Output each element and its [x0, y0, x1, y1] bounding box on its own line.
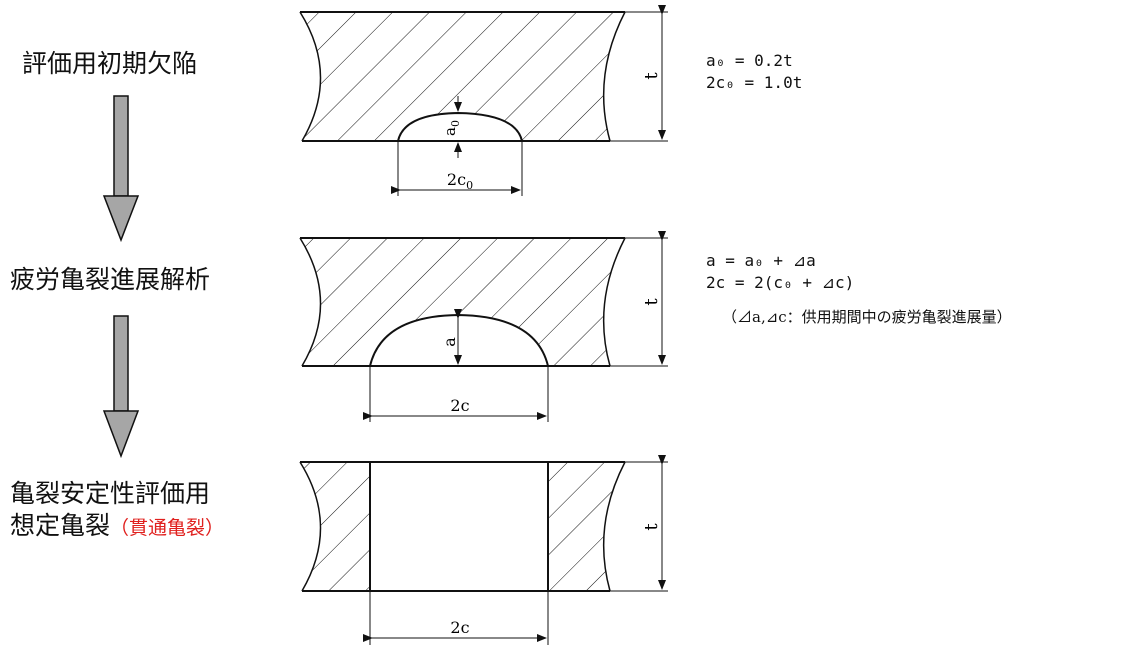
- thickness-label-3: t: [641, 523, 662, 531]
- flow-arrow-2: [102, 315, 140, 459]
- flow-arrow-1: [102, 95, 140, 243]
- thickness-label-2: t: [641, 298, 662, 306]
- diagram-through-crack: t 2c: [299, 455, 668, 645]
- depth-label-a: a: [440, 337, 459, 347]
- depth-label-a0: a0: [441, 120, 462, 136]
- diagram-initial-flaw: t a0 2c0: [299, 5, 668, 196]
- growth-note: （⊿a,⊿c：供用期間中の疲労亀裂進展量）: [722, 308, 1012, 326]
- formula-a0: a₀ = 0.2t: [706, 51, 793, 70]
- width-label-2c-2: 2c: [450, 618, 469, 637]
- width-label-2c-1: 2c: [450, 396, 469, 415]
- through-crack-note: （貫通亀裂）: [110, 517, 225, 539]
- diagram-crack-growth: t a 2c: [299, 231, 668, 422]
- step2-label: 疲労亀裂進展解析: [10, 265, 211, 294]
- step3-label-text: 想定亀裂: [10, 511, 111, 540]
- formula-2c0: 2c₀ = 1.0t: [706, 73, 803, 92]
- width-label-2c0: 2c0: [447, 170, 473, 192]
- thickness-label-1: t: [641, 72, 662, 80]
- formula-block-2: a = a₀ + ⊿a 2c = 2(c₀ + ⊿c): [706, 250, 854, 294]
- formula-2c: 2c = 2(c₀ + ⊿c): [706, 273, 855, 292]
- step3-label-line2: 想定亀裂（貫通亀裂）: [10, 510, 224, 544]
- formula-block-1: a₀ = 0.2t 2c₀ = 1.0t: [706, 50, 802, 94]
- step1-label: 評価用初期欠陥: [22, 49, 198, 78]
- step3-label-line1: 亀裂安定性評価用: [10, 479, 211, 508]
- formula-a: a = a₀ + ⊿a: [706, 251, 816, 270]
